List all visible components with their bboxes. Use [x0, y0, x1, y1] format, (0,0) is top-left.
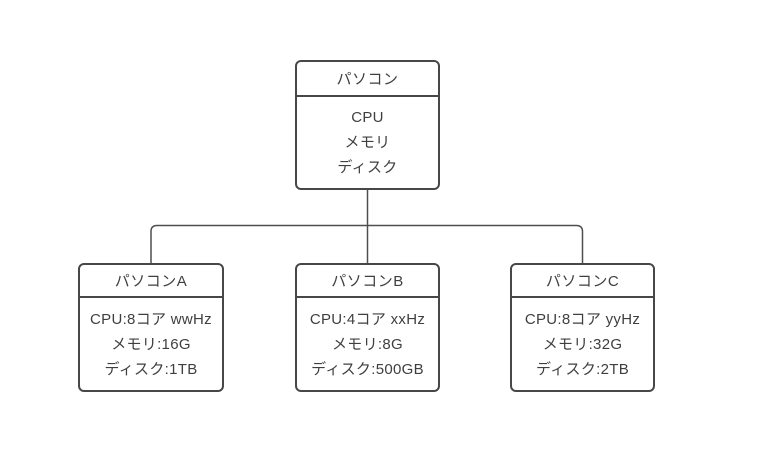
connector-root-to-c [367, 224, 584, 263]
attribute-cpu: CPU:8コア yyHz [524, 310, 641, 328]
node-pc-root-title: パソコン [297, 62, 438, 97]
attribute-memory: メモリ:32G [542, 335, 623, 353]
node-pc-c-title: パソコンC [512, 265, 653, 298]
attribute-disk: ディスク [337, 159, 398, 176]
attribute-memory: メモリ:16G [111, 335, 191, 353]
node-pc-a: パソコンA CPU:8コア wwHz メモリ:16G ディスク:1TB [78, 263, 224, 392]
attribute-disk: ディスク:2TB [535, 360, 630, 378]
attribute-cpu: CPU:8コア wwHz [90, 310, 212, 328]
node-pc-a-body: CPU:8コア wwHz メモリ:16G ディスク:1TB [80, 298, 222, 390]
attribute-cpu: CPU:4コア xxHz [309, 310, 426, 328]
attribute-memory: メモリ [344, 134, 391, 151]
node-pc-c-body: CPU:8コア yyHz メモリ:32G ディスク:2TB [512, 298, 653, 390]
node-pc-root-body: CPU メモリ ディスク [297, 97, 438, 188]
node-pc-b-body: CPU:4コア xxHz メモリ:8G ディスク:500GB [297, 298, 438, 390]
attribute-disk: ディスク:1TB [104, 360, 198, 378]
node-pc-a-title: パソコンA [80, 265, 222, 298]
node-pc-root: パソコン CPU メモリ ディスク [295, 60, 440, 190]
attribute-cpu: CPU [351, 109, 384, 126]
connector-root-to-a [150, 224, 368, 263]
node-pc-b-title: パソコンB [297, 265, 438, 298]
attribute-memory: メモリ:8G [332, 335, 403, 353]
attribute-disk: ディスク:500GB [311, 360, 424, 378]
node-pc-c: パソコンC CPU:8コア yyHz メモリ:32G ディスク:2TB [510, 263, 655, 392]
node-pc-b: パソコンB CPU:4コア xxHz メモリ:8G ディスク:500GB [295, 263, 440, 392]
